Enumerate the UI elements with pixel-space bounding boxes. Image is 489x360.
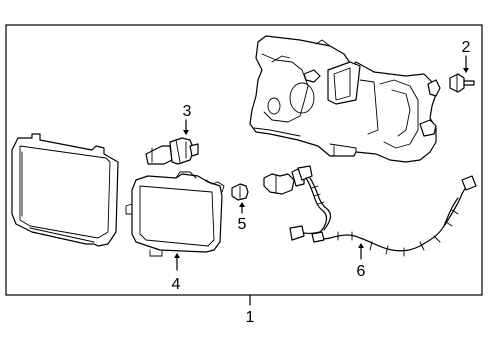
bulb-large: 3 (145, 103, 199, 165)
bulb-small: 5 (231, 183, 249, 233)
callout-2-label: 2 (462, 39, 471, 56)
callout-3-label: 3 (183, 103, 192, 120)
wiring-harness: 6 (289, 165, 477, 280)
callout-4-label: 4 (172, 276, 181, 293)
bulb-socket (263, 167, 305, 195)
callout-1-label: 1 (246, 309, 255, 326)
callout-5-label: 5 (238, 216, 247, 233)
diagram-frame (5, 24, 483, 296)
bolt: 2 (449, 39, 475, 93)
callout-6-label: 6 (357, 263, 366, 280)
mounting-bracket (249, 35, 441, 163)
headlamp-lens (11, 133, 119, 247)
callout-1-group: 1 (246, 294, 255, 326)
fog-lamp-housing: 4 (125, 171, 225, 293)
